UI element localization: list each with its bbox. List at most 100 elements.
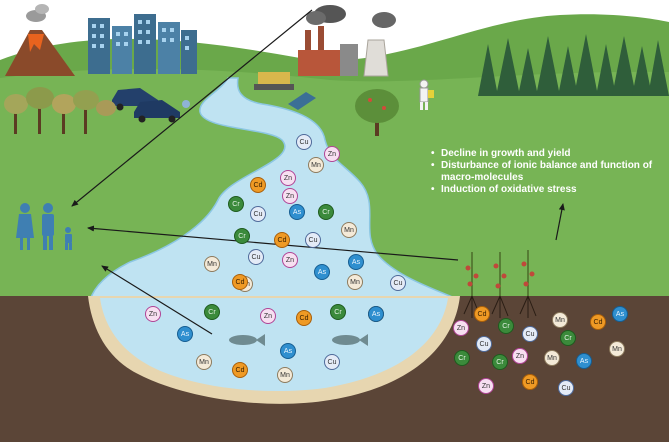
metal-ion-label: As xyxy=(616,311,625,318)
metal-ion-label: As xyxy=(293,209,302,216)
metal-ion-circle xyxy=(248,249,264,265)
metal-ion-circle xyxy=(512,348,528,364)
metal-ion-zn-soil: Zn xyxy=(453,320,469,336)
metal-ion-label: Mn xyxy=(199,359,209,366)
metal-ion-label: Mn xyxy=(350,279,360,286)
metal-ion-label: Cr xyxy=(458,355,466,362)
metal-ion-zn-lake: Zn xyxy=(260,308,276,324)
metal-ion-circle xyxy=(289,204,305,220)
metal-ion-circle xyxy=(282,252,298,268)
metal-ion-circle xyxy=(234,228,250,244)
effect-item-oxidative-stress: Induction of oxidative stress xyxy=(431,184,669,196)
metal-ion-cd-lake: Cd xyxy=(296,310,312,326)
metal-ion-circle xyxy=(296,310,312,326)
metal-ion-label: As xyxy=(318,269,327,276)
metal-ion-circle xyxy=(476,336,492,352)
metal-ion-circle xyxy=(552,312,568,328)
metal-ion-cr-soil: Cr xyxy=(498,318,514,334)
metal-ion-circle xyxy=(308,157,324,173)
metal-ion-label: Zn xyxy=(286,193,294,200)
forest-icon xyxy=(478,34,669,96)
pathway-arrows xyxy=(71,9,565,335)
metal-ion-label: Cu xyxy=(309,237,318,244)
metal-ion-label: As xyxy=(284,348,293,355)
metal-ion-label: Mn xyxy=(555,317,565,324)
metal-ion-mn-river: Mn xyxy=(347,274,363,290)
metal-ion-cd-river: Cd xyxy=(274,232,290,248)
metal-ion-cu-river: Cu xyxy=(305,232,321,248)
metal-ion-circle xyxy=(347,274,363,290)
metal-ion-circle xyxy=(324,146,340,162)
metal-ion-as-lake: As xyxy=(177,326,193,342)
metal-ion-circle xyxy=(324,354,340,370)
metal-ion-circle xyxy=(478,378,494,394)
metal-ion-as-lake: As xyxy=(280,343,296,359)
factory-icon xyxy=(254,5,396,110)
metal-ion-label: Cd xyxy=(594,319,603,326)
metal-ion-label: Cu xyxy=(562,385,571,392)
metal-ion-cu-soil: Cu xyxy=(558,380,574,396)
metal-ion-zn-river: Zn xyxy=(282,252,298,268)
metal-ion-label: As xyxy=(352,259,361,266)
metal-ion-circle xyxy=(282,188,298,204)
arrow-factory-to-people xyxy=(71,9,313,207)
metal-ion-label: Zn xyxy=(264,313,272,320)
metal-ion-mn-lake: Mn xyxy=(196,354,212,370)
metal-ion-label: Zn xyxy=(286,257,294,264)
metal-ion-circle xyxy=(280,343,296,359)
metal-ion-zn-soil: Zn xyxy=(512,348,528,364)
metal-ion-label: Cr xyxy=(322,209,330,216)
fish-icon xyxy=(229,334,368,346)
metal-ion-as-lake: As xyxy=(368,306,384,322)
metal-ion-label: Zn xyxy=(482,383,490,390)
metal-ion-cr-lake: Cr xyxy=(204,304,220,320)
effect-item-growth: Decline in growth and yield xyxy=(431,148,669,160)
metal-ion-mn-river: Mn xyxy=(308,157,324,173)
metal-ion-mn-soil: Mn xyxy=(609,341,625,357)
metal-ion-label: Cr xyxy=(238,233,246,240)
metal-ion-circle xyxy=(232,362,248,378)
metal-ion-label: Mn xyxy=(280,372,290,379)
metal-ion-label: Mn xyxy=(207,261,217,268)
metal-ion-circle xyxy=(318,204,334,220)
metal-ion-cr-river: Cr xyxy=(318,204,334,220)
metal-ion-circle xyxy=(296,134,312,150)
metal-ion-label: Zn xyxy=(149,311,157,318)
city-buildings-icon xyxy=(88,14,197,74)
metal-ion-label: Mn xyxy=(344,227,354,234)
metal-ion-zn-lake: Zn xyxy=(145,306,161,322)
metal-ion-circle xyxy=(250,206,266,222)
spraying-worker-icon xyxy=(419,79,434,110)
metal-ion-label: Cr xyxy=(496,359,504,366)
effect-item-ionic-balance: Disturbance of ionic balance and functio… xyxy=(431,160,669,184)
metal-ion-circle xyxy=(522,374,538,390)
metal-ion-cu-river: Cu xyxy=(248,249,264,265)
metal-ion-circle xyxy=(544,350,560,366)
metal-ion-circle xyxy=(305,232,321,248)
metal-ion-cr-soil: Cr xyxy=(454,350,470,366)
metal-ion-label: Cr xyxy=(208,309,216,316)
heavy-metal-ions: CuZnMnZnCdZnCrCuAsCrCrCdCuMnCuMnZnMnAsAs… xyxy=(145,134,628,396)
metal-ion-label: Cd xyxy=(478,311,487,318)
metal-ion-zn-river: Zn xyxy=(324,146,340,162)
metal-ion-cd-soil: Cd xyxy=(474,306,490,322)
metal-ion-cr-lake: Cr xyxy=(330,304,346,320)
metal-ion-label: Cu xyxy=(328,359,337,366)
metal-ion-mn-lake: Mn xyxy=(277,367,293,383)
metal-ion-label: Zn xyxy=(516,353,524,360)
plant-effects-list: Decline in growth and yield Disturbance … xyxy=(423,148,669,196)
metal-ion-circle xyxy=(250,177,266,193)
metal-ion-zn-soil: Zn xyxy=(478,378,494,394)
metal-ion-cu-river: Cu xyxy=(296,134,312,150)
arrow-lake-to-people xyxy=(101,265,213,335)
metal-ion-circle xyxy=(576,353,592,369)
metal-ion-label: Zn xyxy=(457,325,465,332)
metal-ion-label: Zn xyxy=(328,151,336,158)
people-icon xyxy=(16,203,72,250)
car-icon xyxy=(112,88,190,123)
arrow-crops-to-effects xyxy=(555,203,565,241)
metal-ion-circle xyxy=(204,304,220,320)
arrow-crops-to-people xyxy=(87,225,459,261)
metal-ion-label: Cd xyxy=(526,379,535,386)
metal-ion-circle xyxy=(522,326,538,342)
